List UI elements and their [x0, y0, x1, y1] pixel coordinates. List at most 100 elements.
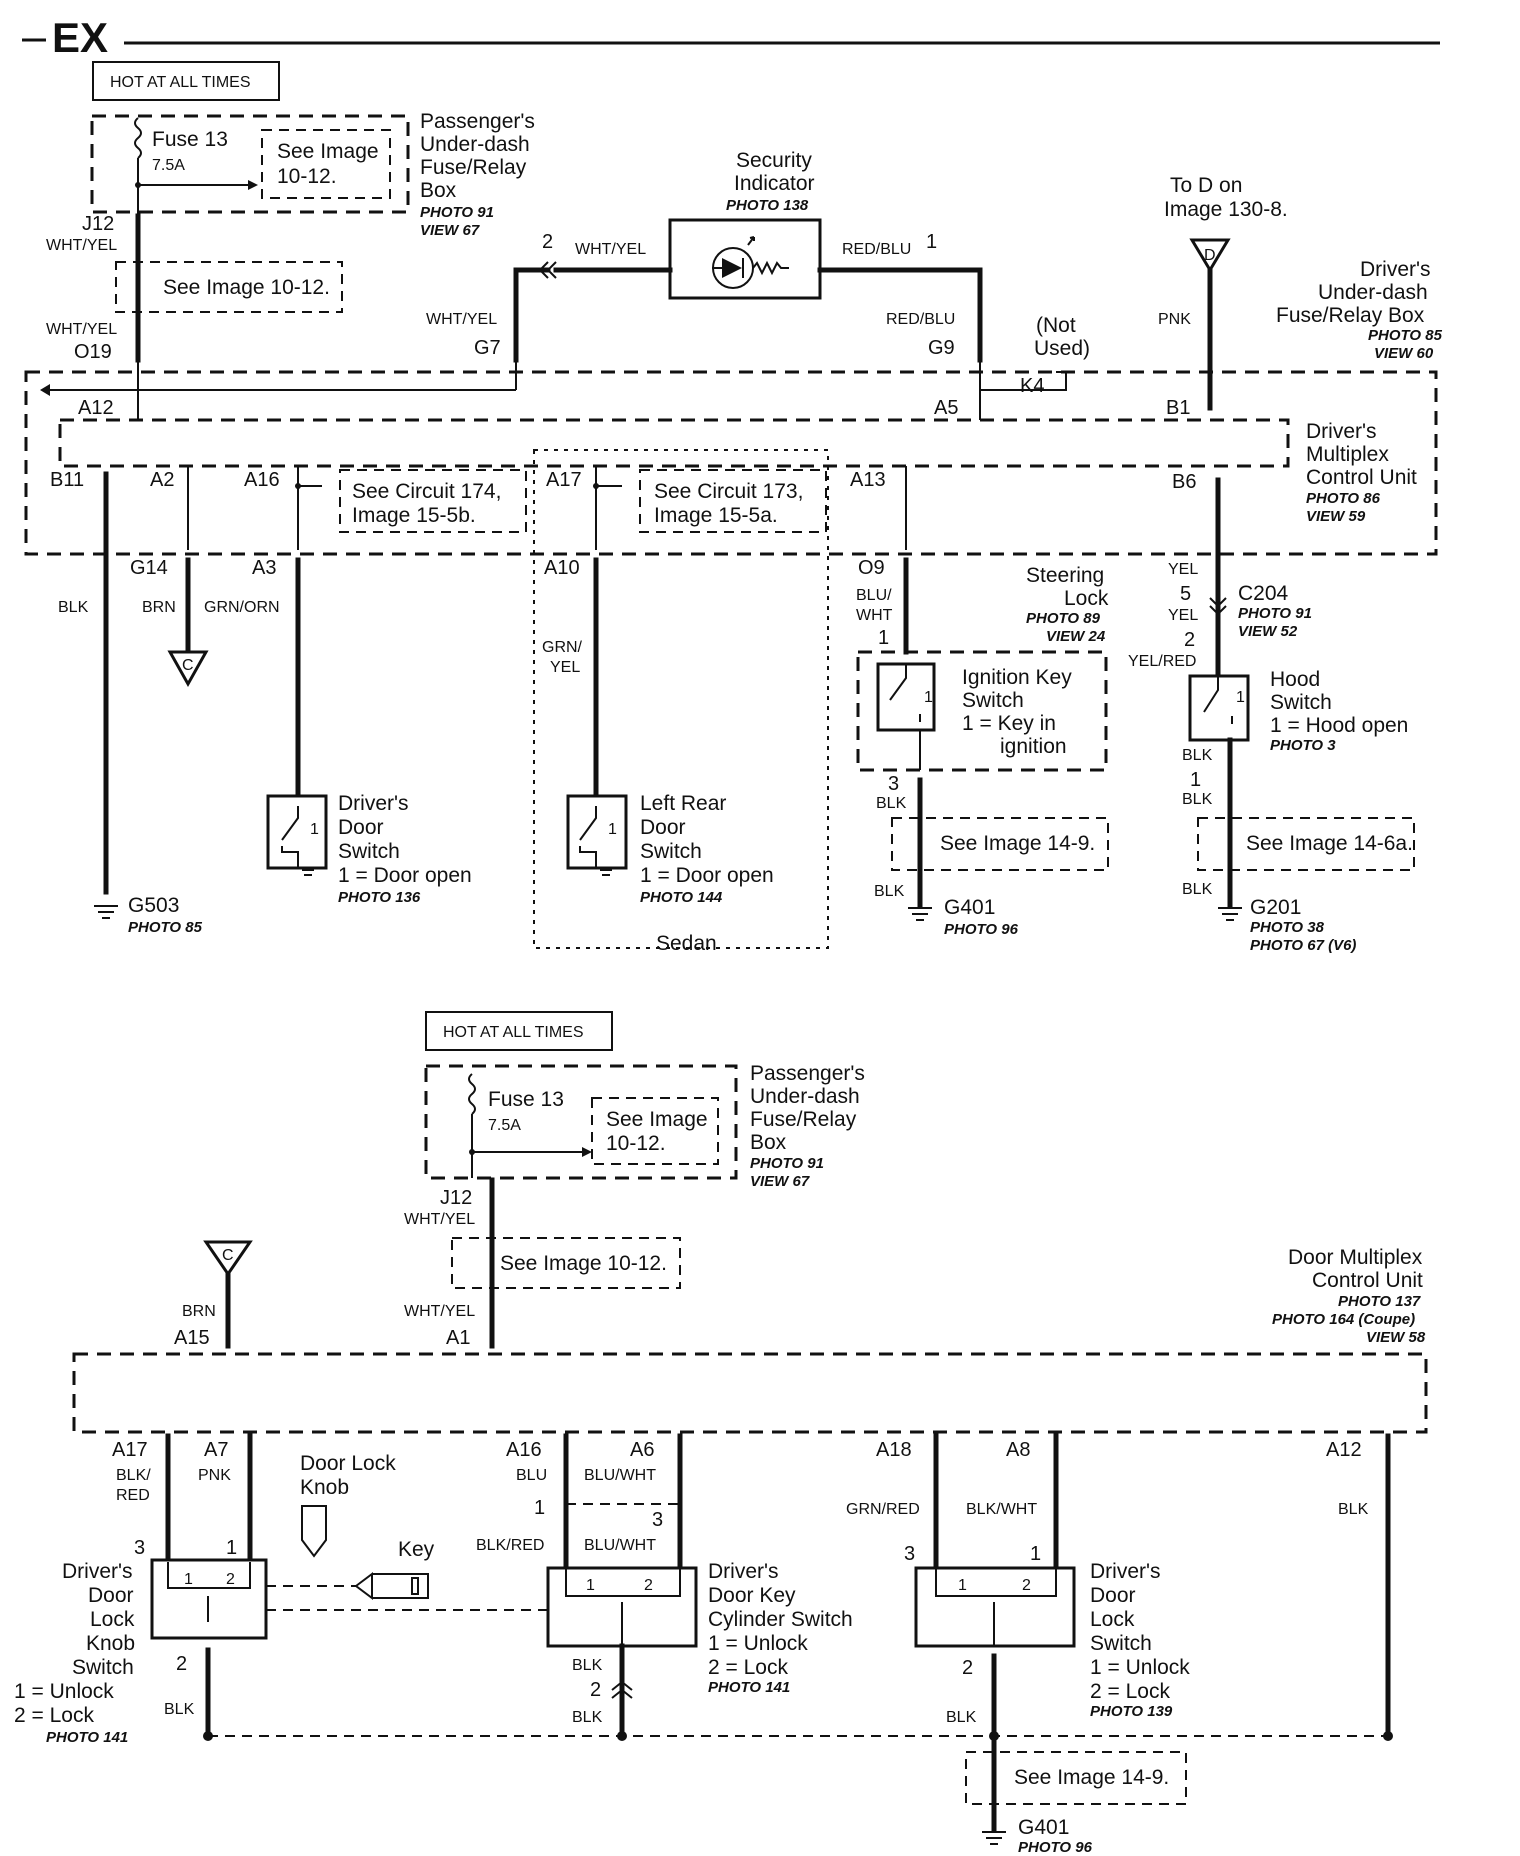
hood-switch-icon	[1203, 676, 1233, 724]
pbox-b-2: Under-dash	[750, 1085, 860, 1108]
dlk-label-4: Knob	[86, 1632, 135, 1655]
wire-color-blkred-2: BLK/RED	[476, 1537, 544, 1554]
wire-color-blu-1: BLU/	[856, 587, 892, 604]
pbox-label-1: Passenger's	[420, 110, 535, 133]
security-photo: PHOTO 138	[726, 197, 809, 214]
dlk-label-2: Door	[88, 1584, 134, 1607]
see-14-6a-label: See Image 14-6a.	[1246, 832, 1413, 855]
circuit-174-1: See Circuit 174,	[352, 480, 501, 503]
a12-label: A12	[78, 397, 114, 419]
dmcu-label-2: Control Unit	[1312, 1269, 1423, 1292]
circuit-173-box	[639, 469, 827, 533]
hood-label-2: Switch	[1270, 691, 1332, 714]
dlk-label-3: Lock	[90, 1608, 135, 1631]
pbox-b-1: Passenger's	[750, 1062, 865, 1085]
a5-label: A5	[934, 397, 958, 419]
ground-g503-icon	[94, 905, 118, 919]
connector-c-label-2: C	[222, 1247, 234, 1264]
dkc-connector-icon	[611, 1680, 633, 1699]
wire-color-pnk-1: PNK	[1158, 311, 1191, 328]
ground-icon	[302, 869, 314, 876]
pbox-b-view: VIEW 67	[750, 1173, 810, 1190]
c204-label: C204	[1238, 582, 1289, 605]
dkc-label-2: Door Key	[708, 1584, 796, 1607]
security-label-1: Security	[736, 149, 812, 172]
security-indicator-box	[668, 218, 822, 300]
dds-label-2: Door	[338, 816, 384, 839]
section-header: EX	[22, 14, 1440, 61]
lrd-photo: PHOTO 144	[640, 889, 723, 906]
b6-label: B6	[1172, 471, 1196, 493]
b-a17-label: A17	[112, 1439, 148, 1461]
see-10-12-box-2	[451, 1237, 681, 1289]
lrd-pin: 1	[608, 821, 617, 838]
circuit-174-box	[339, 469, 527, 533]
ign-label-3: 1 = Key in	[962, 712, 1056, 735]
hood-inner-pin: 1	[1236, 689, 1245, 706]
wire-color-blk-b3: BLK	[572, 1709, 603, 1726]
pbox-label-4: Box	[420, 179, 457, 202]
steering-view: VIEW 24	[1046, 628, 1106, 645]
hot-at-all-times-box-2	[425, 1011, 613, 1051]
door-mcu-outline	[72, 1352, 1428, 1434]
pbox-b-3: Fuse/Relay	[750, 1108, 857, 1131]
steering-label-2: Lock	[1064, 587, 1109, 610]
top-branches: BLK G503 PHOTO 85 G14 BRN C A3 GRN/ORN 1…	[58, 449, 1415, 955]
connector-c-triangle-2	[203, 1240, 253, 1277]
dkc-pin2: 2	[590, 1679, 601, 1701]
dls-label-3: Lock	[1090, 1608, 1135, 1631]
hot-at-all-times-label: HOT AT ALL TIMES	[110, 74, 251, 91]
g7-label: G7	[474, 337, 501, 359]
dls-label-1: Driver's	[1090, 1560, 1161, 1583]
pbox-label-2: Under-dash	[420, 133, 530, 156]
b11-label: B11	[50, 469, 84, 491]
dds-pin: 1	[310, 821, 319, 838]
mcu-label-3: Control Unit	[1306, 466, 1417, 489]
c204-pin2: 2	[1184, 629, 1195, 651]
wire-color-blk-6: BLK	[1182, 881, 1213, 898]
b1-label: B1	[1166, 397, 1190, 419]
dls-pin2: 2	[962, 1657, 973, 1679]
dmcu-photo-1: PHOTO 137	[1338, 1293, 1421, 1310]
section-title: EX	[52, 14, 108, 61]
mcu-outline	[58, 418, 1290, 468]
see-14-9-box-1	[891, 817, 1109, 871]
dmcu-photo-2: PHOTO 164 (Coupe)	[1272, 1311, 1415, 1328]
driver-box-2: Under-dash	[1318, 281, 1428, 304]
fuse-13-label: Fuse 13	[152, 128, 228, 151]
dls-photo: PHOTO 139	[1090, 1703, 1173, 1720]
wire-color-blk-b5: BLK	[1338, 1501, 1369, 1518]
dkc-inner-2: 2	[644, 1577, 653, 1594]
wire-color-yel-1: YEL	[550, 659, 580, 676]
ground-icon-2	[600, 869, 612, 876]
to-d-label-1: To D on	[1170, 174, 1242, 197]
g401-photo-2: PHOTO 96	[1018, 1839, 1093, 1856]
circuit-173-1: See Circuit 173,	[654, 480, 803, 503]
dls-inner-1: 1	[958, 1577, 967, 1594]
see-image-b-1: See Image	[606, 1108, 708, 1131]
pbox-b-photo: PHOTO 91	[750, 1155, 824, 1172]
ign-label-4: ignition	[1000, 735, 1067, 758]
fuse-relay-outline	[24, 370, 1438, 556]
dlk-label-1: Driver's	[62, 1560, 133, 1583]
fuse-13-label-2: Fuse 13	[488, 1088, 564, 1111]
steering-photo: PHOTO 89	[1026, 610, 1101, 627]
a17-label: A17	[546, 469, 582, 491]
dds-label-4: 1 = Door open	[338, 864, 472, 887]
hot-label-2: HOT AT ALL TIMES	[443, 1024, 584, 1041]
dmcu-view: VIEW 58	[1366, 1329, 1426, 1346]
driver-box-photo: PHOTO 85	[1368, 327, 1443, 344]
dkc-label-1: Driver's	[708, 1560, 779, 1583]
door-lock-knob-icon	[301, 1505, 327, 1558]
fuse-icon	[134, 117, 142, 159]
fuse-icon-2	[468, 1073, 476, 1115]
dlk-photo: PHOTO 141	[46, 1729, 128, 1746]
b-a16-label: A16	[506, 1439, 542, 1461]
o19-label: O19	[74, 341, 112, 363]
wire-color-yel-2: YEL	[1168, 561, 1198, 578]
g14-label: G14	[130, 557, 168, 579]
a15-label: A15	[174, 1327, 210, 1349]
see-image-line2: 10-12.	[277, 165, 337, 188]
see-14-9-box-2	[965, 1751, 1187, 1805]
ignition-switch-outline	[856, 650, 1108, 772]
